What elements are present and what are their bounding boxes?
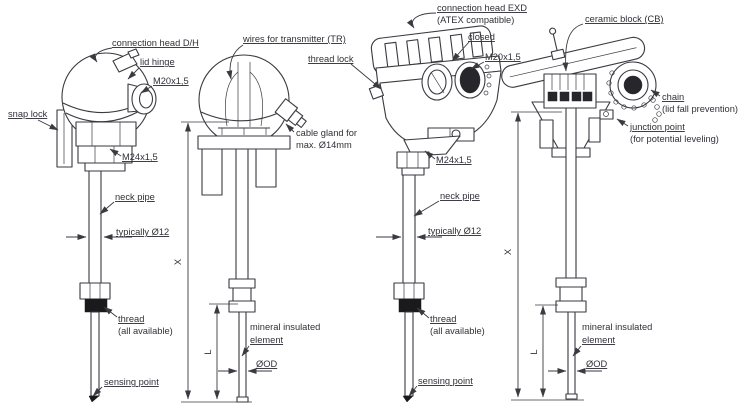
sensor3-labels: connection head EXD (ATEX compatible) th… <box>308 3 527 397</box>
sensor3-thread <box>398 298 422 313</box>
sensor3-mount-nut <box>396 151 430 169</box>
sensor1-sensing-tip <box>88 395 100 403</box>
label-s1-lid-hinge: lid hinge <box>140 57 175 67</box>
label-s3-thread: thread <box>430 314 456 324</box>
label-s3-neck-pipe: neck pipe <box>440 191 480 201</box>
sensor4-chain <box>650 97 662 123</box>
label-s4-chain-2: (lid fall prevention) <box>662 104 738 114</box>
sensor4-ceramic-block <box>543 73 597 109</box>
sensor1-assembly-drawing <box>56 48 157 403</box>
sensor2-wires <box>224 71 239 127</box>
sensor3-assembly-drawing <box>368 25 502 403</box>
label-s1-snap-lock: snap lock <box>8 109 48 119</box>
label-s1-sensing-point: sensing point <box>104 377 159 387</box>
sensor3-sensing-tip <box>402 395 414 403</box>
label-s1-entry-thread: M20x1,5 <box>153 76 189 86</box>
label-s3-neck-diameter: typically Ø12 <box>428 226 481 236</box>
label-s3-head-note: (ATEX compatible) <box>437 15 514 25</box>
sensor4-assembly-drawing <box>501 27 662 400</box>
sensor2-cable-gland <box>274 98 307 129</box>
label-s3-closed: closed <box>468 32 495 42</box>
label-s4-element-1: mineral insulated <box>582 322 652 332</box>
sensor3-probe <box>404 311 414 397</box>
dim-label-x2: X <box>503 249 513 255</box>
label-s1-thread-note: (all available) <box>118 326 173 336</box>
sensor1-probe <box>90 311 100 397</box>
label-s4-ceramic-block: ceramic block (CB) <box>585 14 664 24</box>
label-s1-neck-diameter: typically Ø12 <box>116 227 169 237</box>
dim-label-x1: X <box>173 259 183 265</box>
sensor3-neck-pipe <box>402 174 416 284</box>
dimension-x1-l1: X L <box>173 121 252 403</box>
sensor4-mineral-insulated-element <box>567 311 576 396</box>
label-s3-thread-note: (all available) <box>430 326 485 336</box>
sensor4-junction-point <box>599 109 614 120</box>
dimension-x2-l2: X L <box>503 111 584 401</box>
label-s2-outer-diameter: ØOD <box>256 359 277 369</box>
label-s4-junction-1: junction point <box>629 122 685 132</box>
sensor4-open-lid <box>501 27 646 88</box>
label-s4-chain-1: chain <box>662 92 684 102</box>
label-s3-entry-thread: M20x1,5 <box>485 52 521 62</box>
sensor1-labels: connection head D/H lid hinge M20x1,5 sn… <box>8 38 199 397</box>
label-s3-mount-thread: M24x1,5 <box>436 155 472 165</box>
dim-label-l1: L <box>203 349 213 354</box>
label-s2-cable-gland-1: cable gland for <box>296 128 357 138</box>
label-s4-junction-2: (for potential leveling) <box>630 134 719 144</box>
label-s1-mount-thread: M24x1,5 <box>122 152 158 162</box>
sensor1-neck-pipe <box>88 170 102 284</box>
sensor2-assembly-drawing <box>197 54 307 403</box>
label-s1-connection-head: connection head D/H <box>112 38 199 48</box>
dim-label-l2: L <box>529 349 539 354</box>
label-s1-neck-pipe: neck pipe <box>115 192 155 202</box>
label-s2-wires: wires for transmitter (TR) <box>242 34 346 44</box>
sensor1-thread <box>84 298 108 313</box>
label-s2-element-1: mineral insulated <box>250 322 320 332</box>
sensor2-labels: wires for transmitter (TR) cable gland f… <box>218 34 357 374</box>
sensor2-mineral-insulated-element <box>238 311 247 398</box>
label-s4-outer-diameter: ØOD <box>586 359 607 369</box>
label-s3-sensing-point: sensing point <box>418 376 473 386</box>
label-s1-thread: thread <box>118 314 144 324</box>
label-s3-thread-lock: thread lock <box>308 54 354 64</box>
label-s2-cable-gland-2: max. Ø14mm <box>296 140 352 150</box>
sensor4-labels: ceramic block (CB) chain (lid fall preve… <box>548 14 738 374</box>
label-s2-element-2: element <box>250 335 283 345</box>
label-s4-element-2: element <box>582 335 615 345</box>
label-s3-connection-head: connection head EXD <box>437 3 527 13</box>
